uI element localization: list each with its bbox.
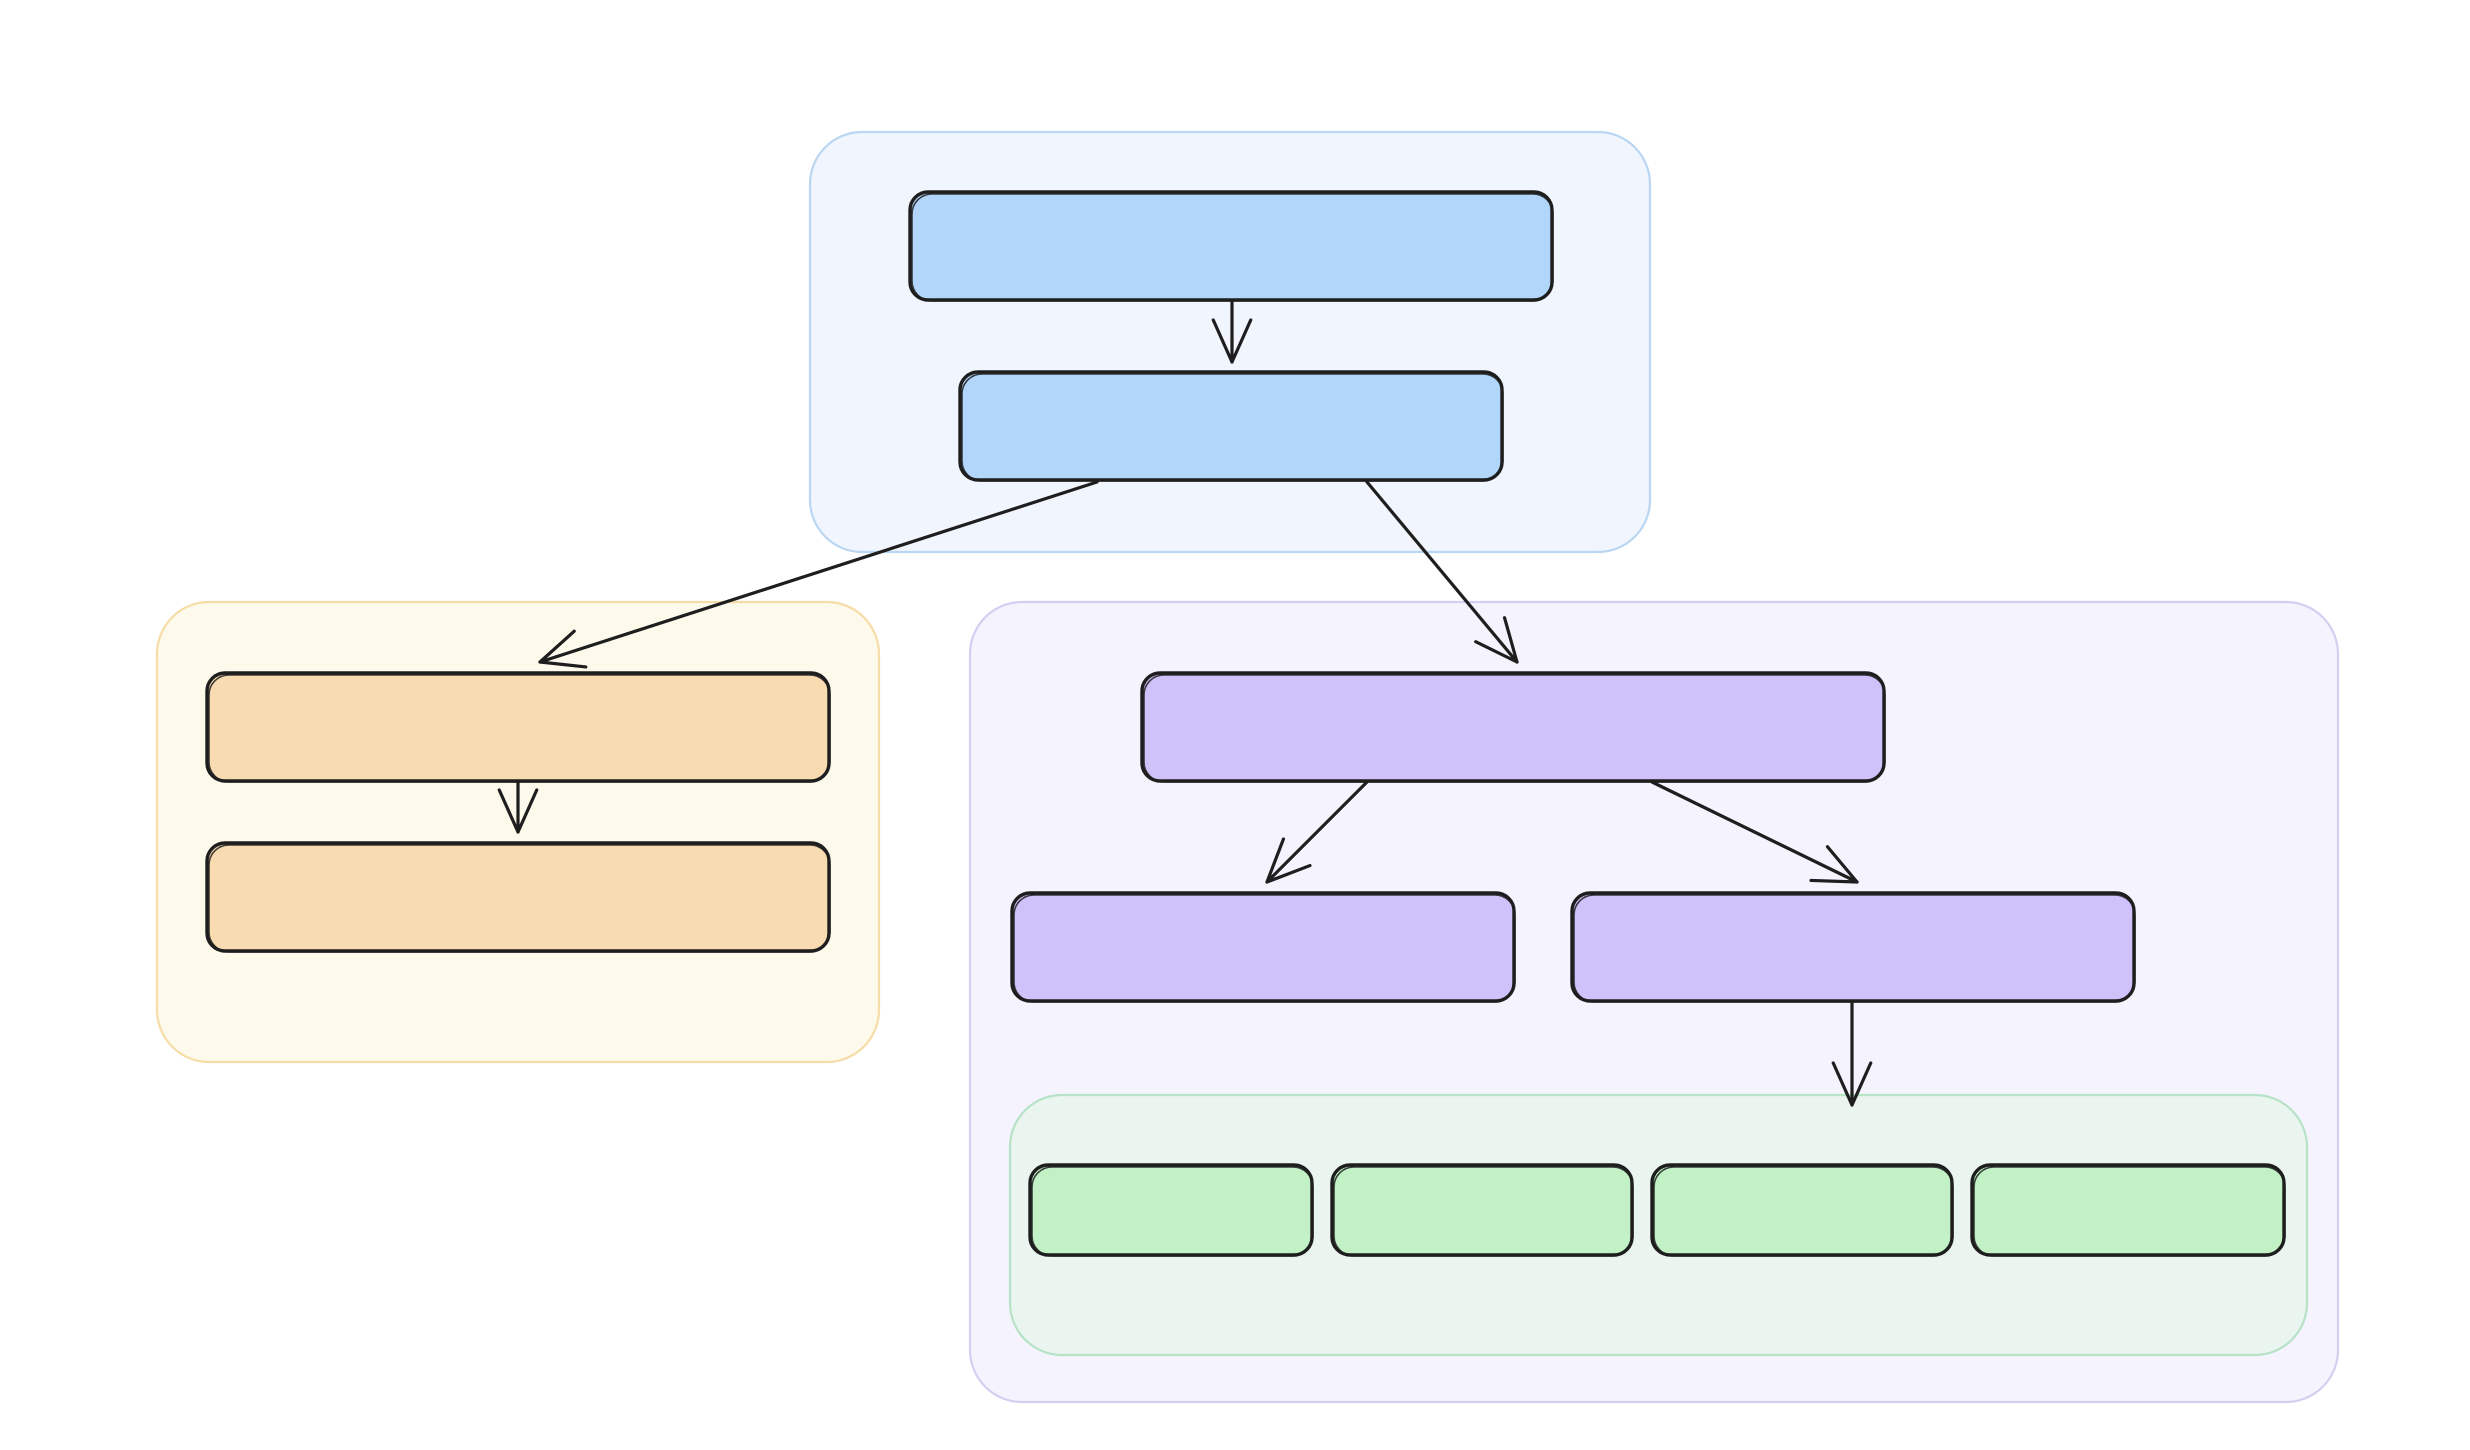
purple-node-2-box [1010, 891, 1516, 1003]
arrow-head [497, 788, 539, 834]
green-node-3-sketch-outline [1653, 1166, 1954, 1257]
edge-layer [497, 300, 1873, 1107]
arrow-head [1211, 318, 1253, 364]
purple-node-2[interactable] [1010, 891, 1516, 1003]
orange-node-2[interactable] [205, 841, 831, 953]
blue-node-1-box [908, 190, 1554, 302]
purple-node-3[interactable] [1570, 891, 2136, 1003]
green-node-2-sketch-outline [1333, 1166, 1634, 1257]
blue-node-2-box [958, 370, 1504, 482]
purple-node-1-sketch-outline [1143, 674, 1886, 783]
blue-node-2-sketch-outline [961, 373, 1504, 482]
purple-node-1-box [1140, 671, 1886, 783]
arrow-head [1265, 837, 1312, 884]
arrow-purple-node-1-to-purple-node-3 [1650, 780, 1859, 884]
green-node-2-box [1330, 1163, 1634, 1257]
blue-node-1[interactable] [908, 190, 1554, 302]
blue-node-2[interactable] [958, 370, 1504, 482]
blue-node-1-sketch-outline [911, 193, 1554, 302]
green-node-3-box [1650, 1163, 1954, 1257]
arrow-blue-node-1-to-blue-node-2 [1211, 300, 1253, 364]
green-node-1-sketch-outline [1031, 1166, 1314, 1257]
purple-node-2-sketch-outline [1013, 894, 1516, 1003]
green-node-4[interactable] [1970, 1163, 2286, 1257]
node-layer [205, 190, 2286, 1257]
green-node-1-box [1028, 1163, 1314, 1257]
green-node-1[interactable] [1028, 1163, 1314, 1257]
purple-node-3-box [1570, 891, 2136, 1003]
arrow-head [1474, 616, 1519, 664]
orange-node-1-sketch-outline [208, 674, 831, 783]
arrow-blue-node-2-to-orange-node-1 [538, 480, 1099, 669]
purple-node-3-sketch-outline [1573, 894, 2136, 1003]
green-node-4-box [1970, 1163, 2286, 1257]
green-node-2[interactable] [1330, 1163, 1634, 1257]
purple-node-1[interactable] [1140, 671, 1886, 783]
arrow-orange-node-1-to-orange-node-2 [497, 780, 539, 834]
arrow-head [1809, 845, 1859, 884]
orange-node-2-sketch-outline [208, 844, 831, 953]
green-node-3[interactable] [1650, 1163, 1954, 1257]
arrow-shaft [1650, 780, 1859, 884]
arrow-blue-node-2-to-purple-node-1 [1365, 480, 1519, 664]
arrow-head [538, 629, 588, 669]
arrow-head [1831, 1061, 1873, 1107]
arrow-purple-node-1-to-purple-node-2 [1265, 780, 1369, 884]
arrow-shaft [1365, 480, 1519, 664]
green-node-4-sketch-outline [1973, 1166, 2286, 1257]
arrow-purple-node-3-to-group-green [1831, 1001, 1873, 1107]
orange-node-1[interactable] [205, 671, 831, 783]
arrow-shaft [1265, 780, 1369, 884]
arrow-shaft [538, 480, 1099, 664]
orange-node-2-box [205, 841, 831, 953]
orange-node-1-box [205, 671, 831, 783]
